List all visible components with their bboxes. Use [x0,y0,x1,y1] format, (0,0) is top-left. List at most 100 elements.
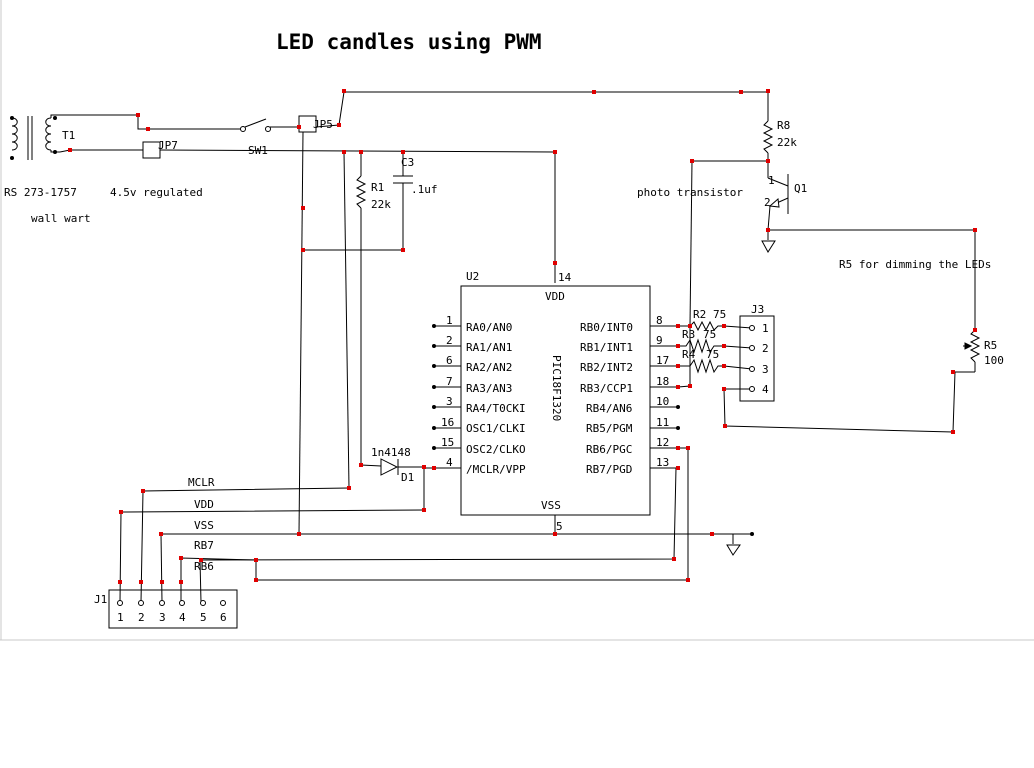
u2-pin-label-left: RA0/AN0 [466,321,512,334]
junction-dot [722,387,726,391]
microcontroller-u2: U2 14 VDD VSS 5 PIC18F1320 [460,270,651,534]
ground-symbol-vss [726,544,741,556]
u2-pin-label-left: RA4/T0CKI [466,402,526,415]
net-label-rb6: RB6 [194,560,214,573]
photo-transistor-note: photo transistor [637,186,743,199]
d1-value: 1n4148 [371,446,411,459]
dimming-note: R5 for dimming the LEDs [839,258,991,271]
u2-pin-num-right: 18 [656,375,669,388]
q1-pin2: 2 [764,196,771,209]
u2-pin-num-right: 13 [656,456,669,469]
junction-dot [553,261,557,265]
u2-label: U2 [466,270,479,283]
t1-label: T1 [62,129,75,142]
u2-pin-label-right: RB5/PGM [586,422,633,435]
r3-label: R3 [682,328,695,341]
net-label-vdd: VDD [194,498,214,511]
j1-pin: 6 [220,611,227,624]
r5-label: R5 [984,339,997,352]
r5-top-wire [768,229,976,330]
d1-label: D1 [401,471,414,484]
junction-dot [401,150,405,154]
junction-dot [139,580,143,584]
u2-pin-num-right: 8 [656,314,663,327]
r2-label: R2 [693,308,706,321]
q1-label: Q1 [794,182,807,195]
u2-pin-label-right: RB2/INT2 [580,361,633,374]
junction-dot [973,328,977,332]
supply-desc2-note: wall wart [31,212,91,225]
jp7-label: JP7 [158,139,178,152]
photo-transistor-wire [692,160,769,178]
junction-dot [118,580,122,584]
resistor-r1: R1 22k [355,152,391,465]
junction-dot [676,364,680,368]
junction-dot [722,324,726,328]
phototransistor-q1: Q1 1 2 [764,174,807,231]
resistor-r2: R2 75 [678,308,726,332]
u2-pin-label-left: /MCLR/VPP [466,463,526,476]
junction-dot [160,580,164,584]
r4-value: 75 [706,348,719,361]
junction-dot [553,532,557,536]
u2-vdd-pin: 14 [558,271,572,284]
u2-pin-label-left: RA2/AN2 [466,361,512,374]
junction-dot [359,463,363,467]
junction-dot [342,89,346,93]
junction-dot [68,148,72,152]
junction-dot [146,127,150,131]
junction-dot [337,123,341,127]
junction-dot [686,578,690,582]
u2-pin-num-left: 15 [441,436,454,449]
junction-dot [199,558,203,562]
j3-label: J3 [751,303,764,316]
ground-symbol-q1 [761,240,776,253]
jumper-jp7: JP7 [142,139,178,159]
c3-label: C3 [401,156,414,169]
junction-dot [136,113,140,117]
u2-left-pins: 1 RA0/AN0 2 RA1/AN1 6 RA2/AN2 7 RA3/AN3 … [424,314,526,476]
junction-dot [688,384,692,388]
junction-dots [68,89,977,584]
u2-pin-label-left: OSC1/CLKI [466,422,526,435]
u2-pin-num-left: 3 [446,395,453,408]
j3-pin: 4 [762,383,769,396]
junction-dot [672,557,676,561]
junction-dot [401,248,405,252]
junction-dot [301,248,305,252]
u2-right-pins: 8 RB0/INT0 9 RB1/INT1 17 RB2/INT2 18 RB3… [580,314,680,476]
u2-pin-num-right: 9 [656,334,663,347]
connector-j1: J1 1 2 3 4 5 6 [94,589,238,629]
capacitor-c3: C3 .1uf [393,152,438,250]
junction-dot [254,558,258,562]
junction-dot [159,532,163,536]
r1-value: 22k [371,198,391,211]
mclr-link-wire [343,151,350,489]
u2-pin-label-right: RB1/INT1 [580,341,633,354]
u2-pin-num-left: 1 [446,314,453,327]
junction-dot [766,228,770,232]
j3-return-wire [723,388,954,433]
potentiometer-r5: R5 100 [952,329,1004,433]
resistor-r4: R4 75 [678,348,724,374]
jumper-jp5: JP5 [298,115,340,133]
u2-pin-label-right: RB0/INT0 [580,321,633,334]
r3-value: 75 [703,328,716,341]
junction-dot [119,510,123,514]
u2-pin-num-left: 4 [446,456,453,469]
connector-j3: J3 1 2 3 4 [739,303,775,402]
j3-pin: 1 [762,322,769,335]
net-label-rb7: RB7 [194,539,214,552]
junction-dot [432,466,436,470]
j3-wire-3 [723,365,753,370]
u2-pin-label-right: RB3/CCP1 [580,382,633,395]
u2-pin-num-right: 11 [656,416,669,429]
u2-pin-num-right: 10 [656,395,669,408]
j1-pin: 3 [159,611,166,624]
junction-dot [951,370,955,374]
q1-pin1: 1 [768,174,775,187]
junction-dot [951,430,955,434]
u2-vss-pin: 5 [556,520,563,533]
net-label-vss: VSS [194,519,214,532]
j3-pin: 3 [762,363,769,376]
